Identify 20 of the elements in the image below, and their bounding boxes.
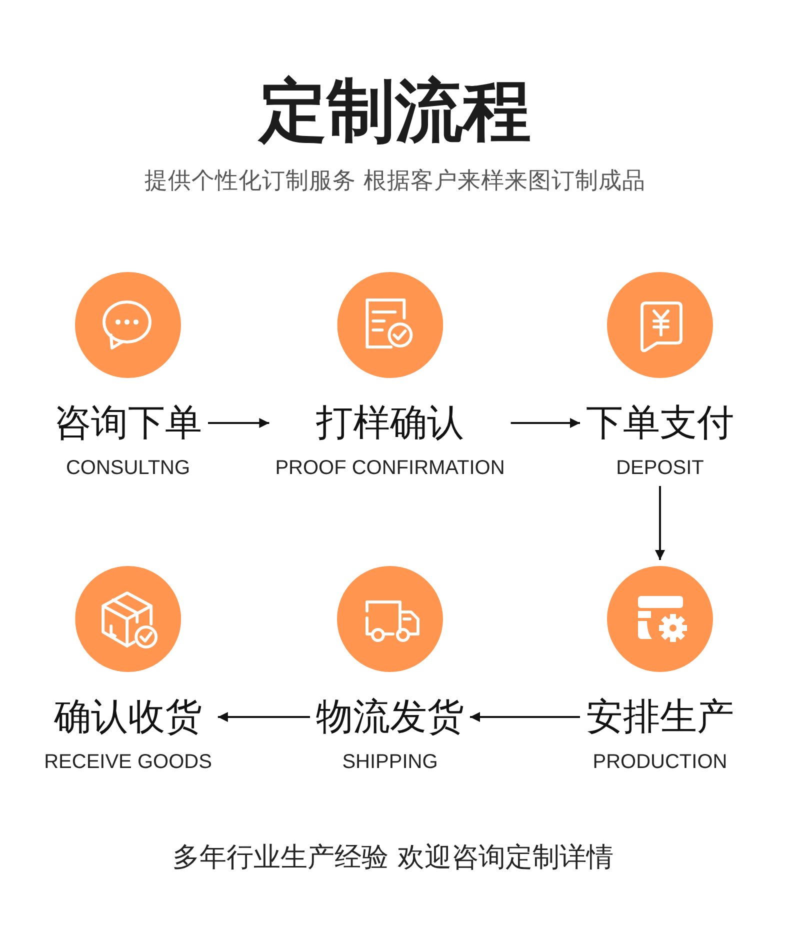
subtitle: 提供个性化订制服务 根据客户来样来图订制成品 <box>144 167 646 196</box>
step-subtitle: CONSULTNG <box>66 456 190 480</box>
step-subtitle: PROOF CONFIRMATION <box>275 456 505 480</box>
arrow <box>655 486 665 560</box>
step-subtitle: SHIPPING <box>342 750 438 774</box>
step-title: 打样确认 <box>316 400 464 446</box>
step-title: 下单支付 <box>586 400 734 446</box>
arrow <box>218 712 310 722</box>
footer-note: 多年行业生产经验 欢迎咨询定制详情 <box>172 841 614 875</box>
step-title: 物流发货 <box>316 694 464 740</box>
step-subtitle: DEPOSIT <box>616 456 704 480</box>
arrow <box>510 418 580 428</box>
page-title: 定制流程 <box>259 72 531 152</box>
step-title: 确认收货 <box>54 694 202 740</box>
arrow <box>208 418 270 428</box>
step-title: 安排生产 <box>586 694 734 740</box>
step-title: 咨询下单 <box>54 400 202 446</box>
arrow <box>470 712 580 722</box>
step-subtitle: RECEIVE GOODS <box>44 750 212 774</box>
step-subtitle: PRODUCTION <box>592 750 728 774</box>
